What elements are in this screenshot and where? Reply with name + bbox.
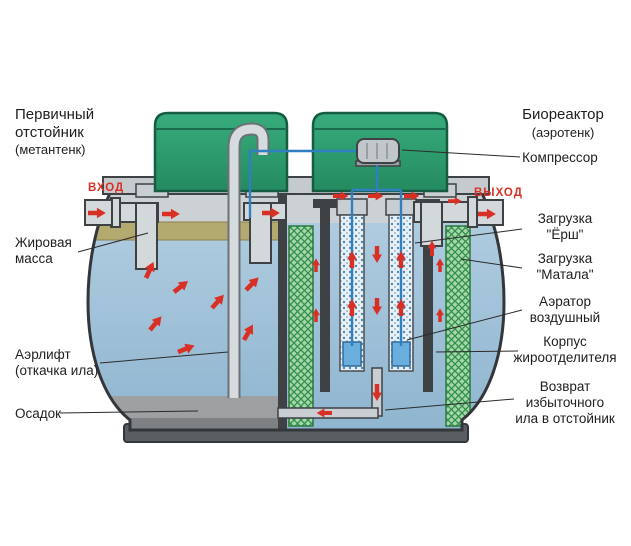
label-inlet: ВХОД <box>88 182 124 194</box>
leader-lines <box>59 149 523 414</box>
compressor-ribs <box>366 143 388 159</box>
leader-compressor <box>401 149 521 158</box>
label-aerator-line2: воздушный <box>530 310 600 325</box>
label-ersh-line2: "Ёрш" <box>547 227 584 242</box>
leader-matala <box>460 258 523 269</box>
label-matala-line1: Загрузка <box>538 251 593 266</box>
transfer-baffle-pipe <box>249 202 272 264</box>
leader-sediment <box>59 410 199 414</box>
label-return-line2: избыточного <box>526 395 604 410</box>
inlet-baffle-pipe <box>135 202 158 270</box>
label-grease-line2: жироотделителя <box>513 350 616 365</box>
separator-wall-right <box>423 204 433 392</box>
label-outlet: ВЫХОД <box>474 187 523 199</box>
label-airlift-line2: (откачка ила) <box>15 363 98 378</box>
separator-wall-left <box>320 204 330 392</box>
tank-outline <box>86 191 506 432</box>
leader-fat <box>77 232 149 253</box>
separator-flange-left <box>313 199 337 208</box>
label-primary-settler-line3: (метантенк) <box>15 142 86 157</box>
label-compressor: Компрессор <box>522 150 598 165</box>
label-bioreactor-line2: (аэротенк) <box>532 125 595 140</box>
chamber-divider-wall <box>278 193 287 430</box>
matala-media-column-left <box>288 225 314 427</box>
sediment-layer <box>88 396 280 430</box>
label-primary-settler-line2: отстойник <box>15 124 84 141</box>
leader-aerator <box>406 309 523 341</box>
leader-ersh <box>414 228 523 244</box>
airlift-pipe <box>227 122 270 398</box>
label-fat-line2: масса <box>15 251 53 266</box>
label-return-line1: Возврат <box>540 379 591 394</box>
leader-grease-body <box>435 350 519 353</box>
label-sediment: Осадок <box>15 406 61 421</box>
label-bioreactor-line1: Биореактор <box>522 106 604 123</box>
compressor <box>355 138 401 167</box>
label-ersh-line1: Загрузка <box>538 211 593 226</box>
leader-return <box>384 398 515 411</box>
label-primary-settler-line1: Первичный <box>15 106 94 123</box>
label-grease-line1: Корпус <box>543 334 587 349</box>
labels: Первичный отстойник (метантенк) Биореакт… <box>15 106 617 426</box>
leader-airlift <box>99 351 229 364</box>
label-aerator-line1: Аэратор <box>539 294 591 309</box>
sediment-lower <box>88 418 280 430</box>
outlet-flange <box>467 196 478 228</box>
label-airlift-line1: Аэрлифт <box>15 347 71 362</box>
air-supply-lines <box>248 149 403 346</box>
matala-media-column-right <box>445 225 471 427</box>
airlift-pipe-fill <box>229 124 268 398</box>
label-fat-line1: Жировая <box>15 235 72 250</box>
label-matala-line2: "Матала" <box>536 267 593 282</box>
compressor-housing <box>356 138 400 164</box>
label-return-line3: ила в отстойник <box>515 411 615 426</box>
